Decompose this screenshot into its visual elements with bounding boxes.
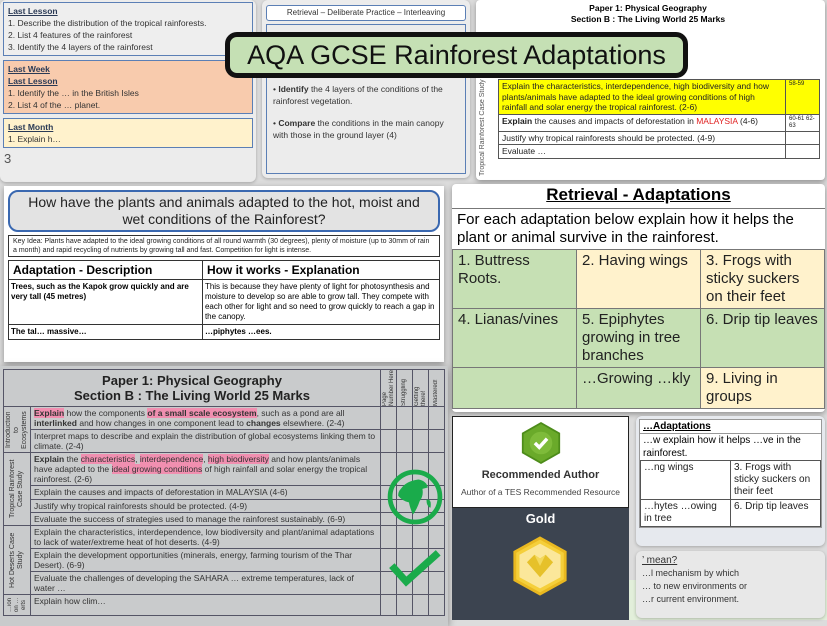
retrieval-title: Retrieval - Adaptations xyxy=(546,185,731,204)
last-month-box: Last Month 1. Explain h… xyxy=(3,118,253,148)
bullet: • Identify the 4 layers of the condition… xyxy=(273,84,443,106)
photo-row: Explain the causes and impacts of defore… xyxy=(30,485,381,500)
photo-row: Justify why tropical rainforests should … xyxy=(30,498,381,513)
last-week-heading: Last Week xyxy=(8,64,50,74)
badge-level: Gold xyxy=(525,511,556,526)
adaptation-worksheet: How have the plants and animals adapted … xyxy=(4,186,444,362)
practice-header: Retrieval – Deliberate Practice – Interl… xyxy=(266,5,466,21)
list-item: 3. Identify the 4 layers of the rainfore… xyxy=(8,42,153,52)
gold-diamond-icon xyxy=(513,536,567,596)
list-item: 2. List 4 features of the rainforest xyxy=(8,30,133,40)
definition-slide: ’ mean? …l mechanism by which… to new en… xyxy=(636,551,825,618)
last-lesson-heading: Last Lesson xyxy=(8,6,58,16)
last-week-box: Last Week Last Lesson 1. Identify the … … xyxy=(3,60,253,114)
definition-text: …l mechanism by which… to new environmen… xyxy=(642,568,748,604)
worksheet-question: How have the plants and animals adapted … xyxy=(8,190,440,232)
title-banner: AQA GCSE Rainforest Adaptations xyxy=(225,32,688,78)
retrieval-worksheet: Retrieval - Adaptations For each adaptat… xyxy=(452,184,825,412)
list-item: 1. Explain h… xyxy=(8,134,61,144)
definition-question: ’ mean? xyxy=(642,555,678,566)
page-number: 3 xyxy=(4,151,12,166)
column-header: Page Number Here xyxy=(381,369,395,406)
last-lesson-heading: Last Lesson xyxy=(8,76,58,86)
badge-subtitle: Author of a TES Recommended Resource xyxy=(460,487,621,497)
section-label: …ion on …erts xyxy=(6,597,27,613)
badge-title: Recommended Author xyxy=(481,469,600,481)
key-idea: Key Idea: Plants have adapted to the ide… xyxy=(8,235,440,257)
bullet: • Compare the conditions in the main can… xyxy=(273,118,444,140)
section-label: Tropical Rainforest Case Study xyxy=(9,459,24,519)
practice-box: • Identify the 4 layers of the condition… xyxy=(266,24,466,174)
page-ref: 60-61 62-63 xyxy=(785,113,820,132)
practice-slide: Retrieval – Deliberate Practice – Interl… xyxy=(262,0,470,178)
photo-row: Evaluate the challenges of developing th… xyxy=(30,571,381,595)
last-lesson-box: Last Lesson 1. Describe the distribution… xyxy=(3,2,253,56)
recommended-author-badge: Recommended Author Author of a TES Recom… xyxy=(452,416,629,508)
recap-slide: Last Lesson 1. Describe the distribution… xyxy=(0,0,256,182)
checklist-row: Evaluate … xyxy=(498,144,786,159)
section-label: Introduction to Ecosystems xyxy=(5,410,28,449)
last-month-heading: Last Month xyxy=(8,122,54,132)
worksheet-fragment: The tal… massive… xyxy=(8,324,203,340)
photo-row: Evaluate the success of strategies used … xyxy=(30,511,381,527)
photo-row: Explain the characteristics, interdepend… xyxy=(30,451,381,487)
verified-check-icon xyxy=(521,421,561,465)
list-item: 1. Identify the … in the British Isles xyxy=(8,88,139,98)
side-label: Tropical Rainforest Case Study xyxy=(479,79,486,177)
column-header: Mastered! xyxy=(433,379,439,406)
small-retrieval-sheet: …Adaptations …w explain how it helps …ve… xyxy=(639,419,822,528)
section-label: Hot Deserts Case Study xyxy=(9,532,24,588)
gold-badge: Gold xyxy=(452,508,629,620)
list-item: 1. Describe the distribution of the trop… xyxy=(8,18,207,28)
small-retrieval-slide: …Adaptations …w explain how it helps …ve… xyxy=(636,416,825,546)
check-icon xyxy=(389,550,441,587)
list-item: 2. List 4 of the … planet. xyxy=(8,100,101,110)
checklist-table: Explain the characteristics, interdepend… xyxy=(498,79,820,159)
globe-icon xyxy=(387,469,443,525)
photo-row: Explain how the components of a small sc… xyxy=(30,406,381,430)
photo-row: Explain the development opportunities (m… xyxy=(30,548,381,572)
checklist-row: Justify why tropical rainforests should … xyxy=(498,130,786,145)
photo-row: Explain the characteristics, interdepend… xyxy=(30,525,381,549)
worksheet-fragment: …piphytes …ees. xyxy=(201,324,441,340)
column-header: Getting there! xyxy=(413,386,427,406)
retrieval-instruction: For each adaptation below explain how it… xyxy=(452,208,825,249)
photo-row: Explain how clim… xyxy=(30,594,381,616)
photo-row: Interpret maps to describe and explain t… xyxy=(30,429,381,453)
column-header: Struggling xyxy=(401,378,407,406)
